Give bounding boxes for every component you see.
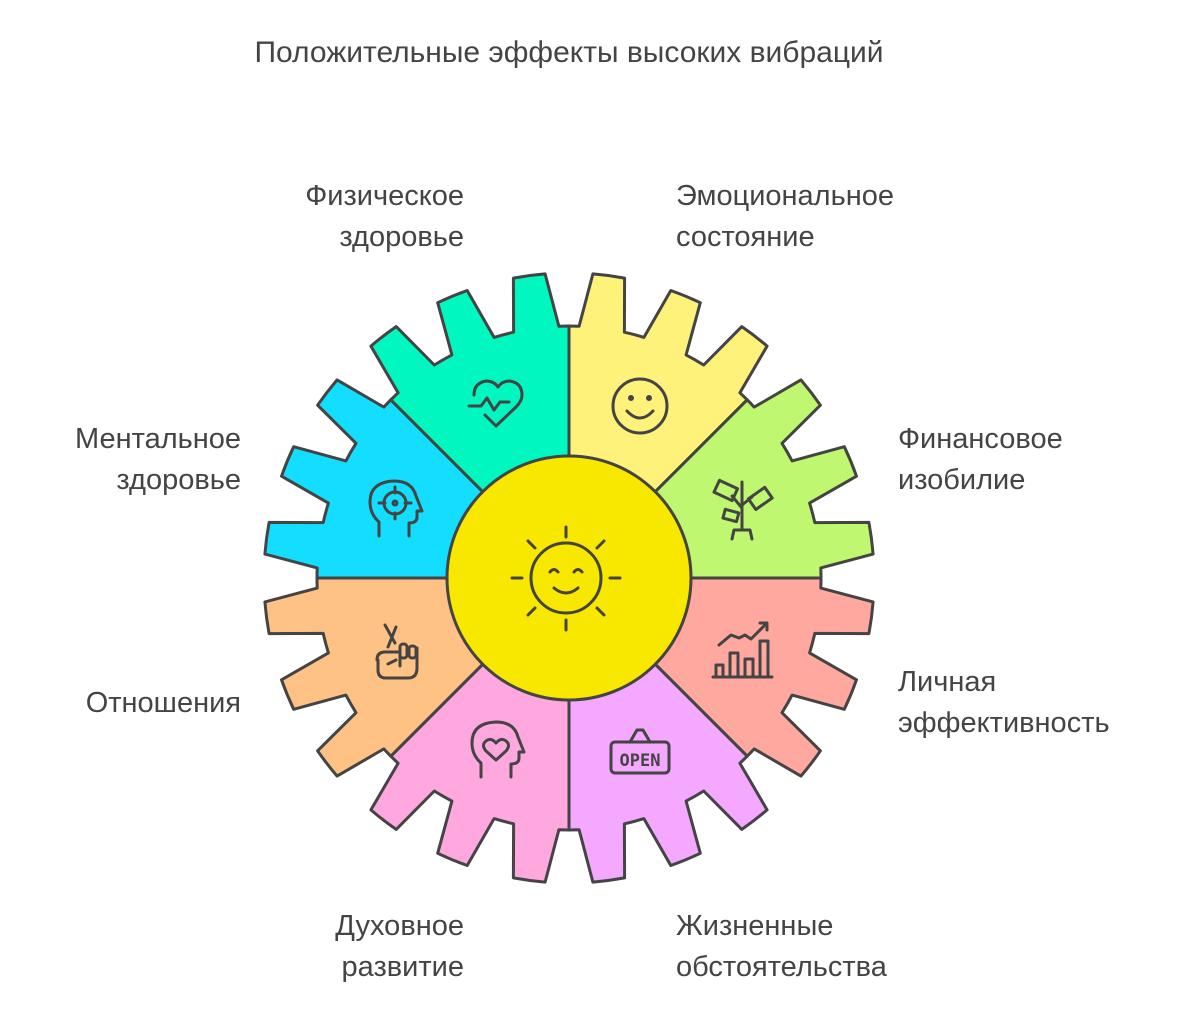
heartbeat-icon [467, 379, 524, 428]
label-emotional-state: Эмоциональное состояние [676, 180, 894, 253]
label-relationships: Отношения [85, 687, 241, 719]
label-physical-health: Физическое здоровье [305, 180, 464, 253]
center-circle [445, 454, 693, 702]
sun-smile-icon [510, 525, 622, 632]
smiley-icon [611, 377, 669, 435]
label-spiritual-development: Духовное развитие [335, 910, 464, 983]
open-sign-icon: OPEN [609, 728, 671, 775]
head-target-icon [368, 479, 424, 538]
label-mental-health: Ментальное здоровье [74, 423, 241, 496]
money-plant-icon [712, 478, 774, 541]
crossed-fingers-icon [375, 623, 419, 680]
label-life-circumstances: Жизненные обстоятельства [676, 910, 887, 983]
label-personal-effectiveness: Личная эффективность [898, 666, 1110, 739]
head-heart-icon [470, 720, 526, 779]
growth-chart-icon [711, 621, 774, 679]
label-financial-abundance: Финансовое изобилие [898, 423, 1063, 496]
svg-text:OPEN: OPEN [620, 751, 661, 771]
diagram-title: Положительные эффекты высоких вибраций [254, 36, 884, 69]
